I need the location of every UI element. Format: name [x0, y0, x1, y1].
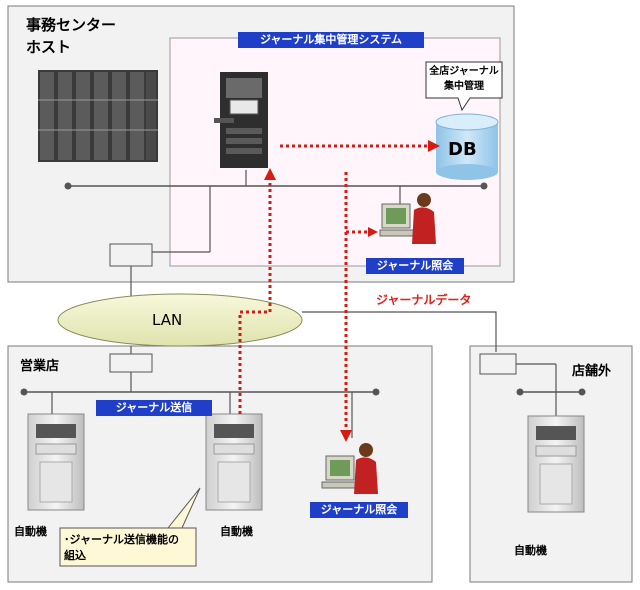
- db-callout-bubble: [425, 61, 503, 112]
- center-viewer-workstation: [379, 193, 436, 244]
- lan-to-offsite-line: [302, 311, 497, 352]
- management-server: [214, 72, 268, 168]
- offsite-label: 店舗外: [572, 364, 612, 379]
- center-viewer-label: ジャーナル照会: [366, 258, 464, 274]
- db-cylinder: [435, 113, 499, 180]
- branch-callout-text: ･ジャーナル送信機能の 組込: [64, 533, 179, 562]
- host-server-rack: [38, 70, 158, 162]
- system-title-bar: ジャーナル集中管理システム: [238, 32, 424, 48]
- atm-right-label: 自動機: [220, 525, 253, 538]
- offsite-router: [479, 353, 517, 375]
- branch-callout-bubble: [59, 487, 201, 567]
- branch-label: 営業店: [20, 359, 60, 374]
- branch-send-label: ジャーナル送信: [96, 400, 212, 416]
- branch-viewer-label: ジャーナル照会: [310, 502, 408, 518]
- journal-data-flow: [238, 144, 428, 432]
- data-flow-label: ジャーナルデータ: [376, 293, 472, 307]
- atm-offsite: [527, 415, 585, 513]
- branch-viewer-workstation: [321, 443, 378, 494]
- flow-arrowheads: [264, 140, 440, 442]
- db-label: DB: [448, 139, 477, 160]
- offsite-atm-label: 自動機: [514, 544, 547, 557]
- center-router: [109, 243, 153, 267]
- branch-router: [109, 353, 153, 373]
- data-center-label: 事務センター ホスト: [26, 16, 117, 56]
- db-callout-text: 全店ジャーナル 集中管理: [429, 66, 499, 92]
- lan-label: LAN: [152, 311, 183, 329]
- atm-right: [205, 413, 263, 511]
- atm-left-label: 自動機: [14, 525, 47, 538]
- atm-left: [27, 413, 85, 511]
